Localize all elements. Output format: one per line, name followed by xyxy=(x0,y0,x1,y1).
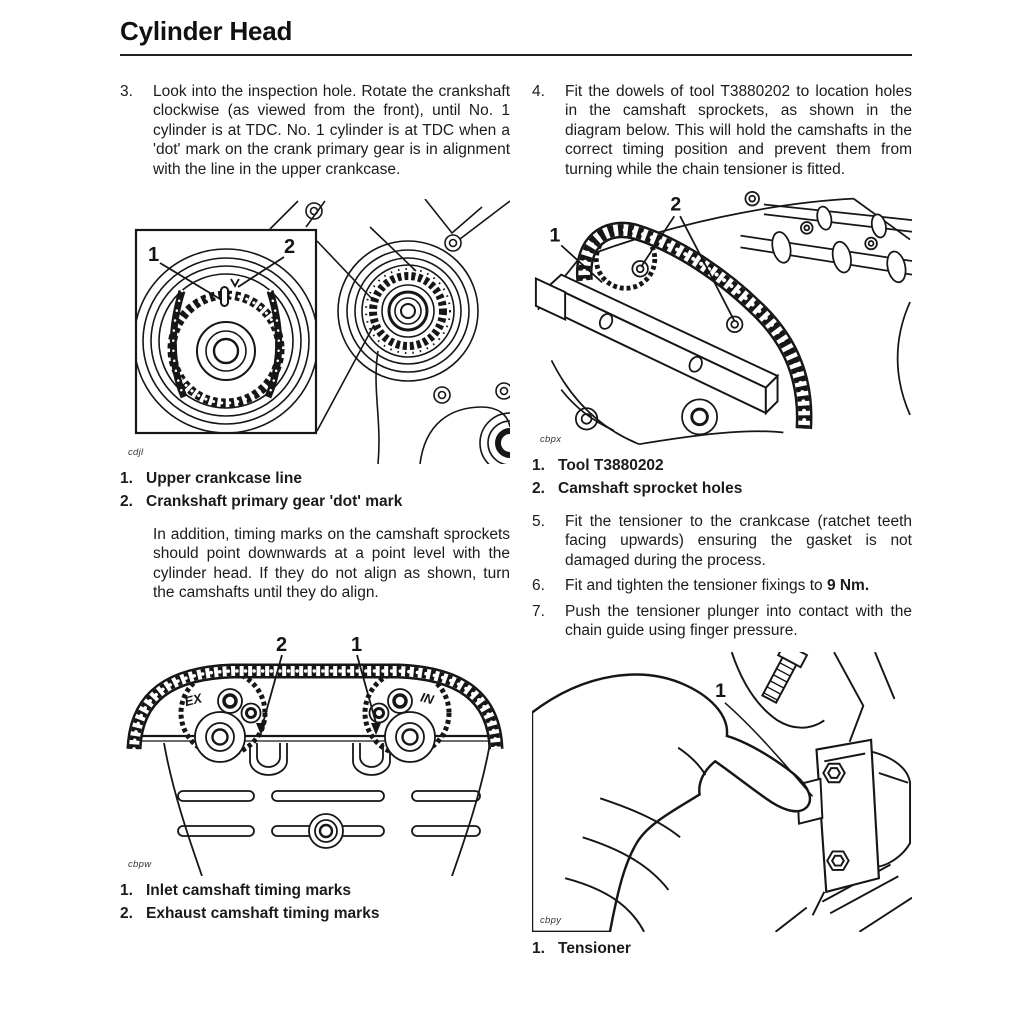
key-tool: 1. Tool T3880202 2. Camshaft sprocket ho… xyxy=(532,457,912,498)
step-number: 4. xyxy=(532,83,545,100)
key-number: 2. xyxy=(532,480,545,498)
key-label: Upper crankcase line xyxy=(146,470,302,488)
step-3: 3. Look into the inspection hole. Rotate… xyxy=(120,82,510,179)
manual-page: Cylinder Head 3. Look into the inspectio… xyxy=(120,16,912,963)
key-number: 1. xyxy=(120,470,133,488)
figure-tensioner: 1 cbpy xyxy=(532,652,912,933)
key-label: Inlet camshaft timing marks xyxy=(146,881,352,899)
step-text: Push the tensioner plunger into contact … xyxy=(565,602,912,640)
callout-1: 1 xyxy=(550,225,561,247)
figure-camshaft-timing-marks: EX IN 2 1 cbpw xyxy=(120,631,510,876)
key-cam-marks: 1. Inlet camshaft timing marks 2. Exhaus… xyxy=(120,882,510,923)
figure-code: cbpy xyxy=(540,915,562,927)
key-tensioner: 1. Tensioner xyxy=(532,940,912,958)
hand xyxy=(532,673,812,933)
figure-code: cbpx xyxy=(540,434,562,446)
right-column: 4. Fit the dowels of tool T3880202 to lo… xyxy=(532,82,912,963)
key-item: 2. Exhaust camshaft timing marks xyxy=(120,905,510,923)
exhaust-cam-label: EX xyxy=(183,690,205,709)
step-6: 6. Fit and tighten the tensioner fixings… xyxy=(532,576,912,595)
step-number: 5. xyxy=(532,513,545,531)
step-text: Fit the dowels of tool T3880202 to locat… xyxy=(565,83,912,178)
key-label: Tensioner xyxy=(558,940,631,958)
key-label: Exhaust camshaft timing marks xyxy=(146,904,380,922)
figure-timing-tool: 1 2 cbpx xyxy=(532,185,912,451)
step-number: 7. xyxy=(532,602,545,620)
primary-gear-dot-mark xyxy=(230,278,240,288)
key-number: 2. xyxy=(120,493,133,511)
key-item: 1. Upper crankcase line xyxy=(120,470,510,488)
callout-1: 1 xyxy=(148,244,159,266)
note-paragraph: In addition, timing marks on the camshaf… xyxy=(153,526,510,602)
key-item: 1. Tensioner xyxy=(532,940,912,958)
torque-value: 9 Nm. xyxy=(826,577,870,595)
timing-tool-diagram: 1 2 xyxy=(534,190,912,446)
step-text-plain: Fit and tighten the tensioner fixings to xyxy=(565,577,827,595)
inlet-cam-label: IN xyxy=(419,689,436,707)
key-item: 1. Inlet camshaft timing marks xyxy=(120,882,510,900)
step-5: 5. Fit the tensioner to the crankcase (r… xyxy=(532,512,912,570)
title-rule xyxy=(120,54,912,56)
step-text: Fit the tensioner to the crankcase (ratc… xyxy=(565,513,912,569)
step-4: 4. Fit the dowels of tool T3880202 to lo… xyxy=(532,82,912,179)
key-label: Tool T3880202 xyxy=(558,457,664,475)
callout-1: 1 xyxy=(715,680,726,702)
key-label: Crankshaft primary gear 'dot' mark xyxy=(146,493,403,511)
upper-crankcase-line-mark xyxy=(220,286,229,308)
callout-1: 1 xyxy=(351,634,362,656)
key-number: 1. xyxy=(120,881,133,899)
key-crankshaft: 1. Upper crankcase line 2. Crankshaft pr… xyxy=(120,470,510,511)
key-label: Camshaft sprocket holes xyxy=(558,480,743,498)
figure-crankshaft-alignment: 1 2 cdjl xyxy=(120,199,510,465)
figure-code: cbpw xyxy=(128,858,152,870)
key-number: 2. xyxy=(120,904,133,922)
callout-2: 2 xyxy=(276,634,287,656)
step-7: 7. Push the tensioner plunger into conta… xyxy=(532,602,912,641)
callout-2: 2 xyxy=(670,193,681,215)
key-item: 2. Crankshaft primary gear 'dot' mark xyxy=(120,493,510,511)
key-item: 1. Tool T3880202 xyxy=(532,457,912,475)
step-number: 6. xyxy=(532,577,545,595)
callout-2: 2 xyxy=(284,236,295,258)
key-number: 1. xyxy=(532,940,545,958)
tensioner-diagram: 1 xyxy=(532,652,912,933)
camshaft-timing-marks-diagram: EX IN 2 1 xyxy=(126,634,504,876)
key-item: 2. Camshaft sprocket holes xyxy=(532,480,912,498)
step-number: 3. xyxy=(120,83,133,100)
step-text: Fit and tighten the tensioner fixings to… xyxy=(565,576,912,595)
two-column-layout: 3. Look into the inspection hole. Rotate… xyxy=(120,82,912,963)
crankshaft-alignment-diagram: 1 2 xyxy=(134,199,510,465)
key-number: 1. xyxy=(532,457,545,475)
figure-code: cdjl xyxy=(128,447,144,459)
step-text: Look into the inspection hole. Rotate th… xyxy=(153,83,510,178)
left-column: 3. Look into the inspection hole. Rotate… xyxy=(120,82,510,963)
page-title: Cylinder Head xyxy=(120,16,293,46)
